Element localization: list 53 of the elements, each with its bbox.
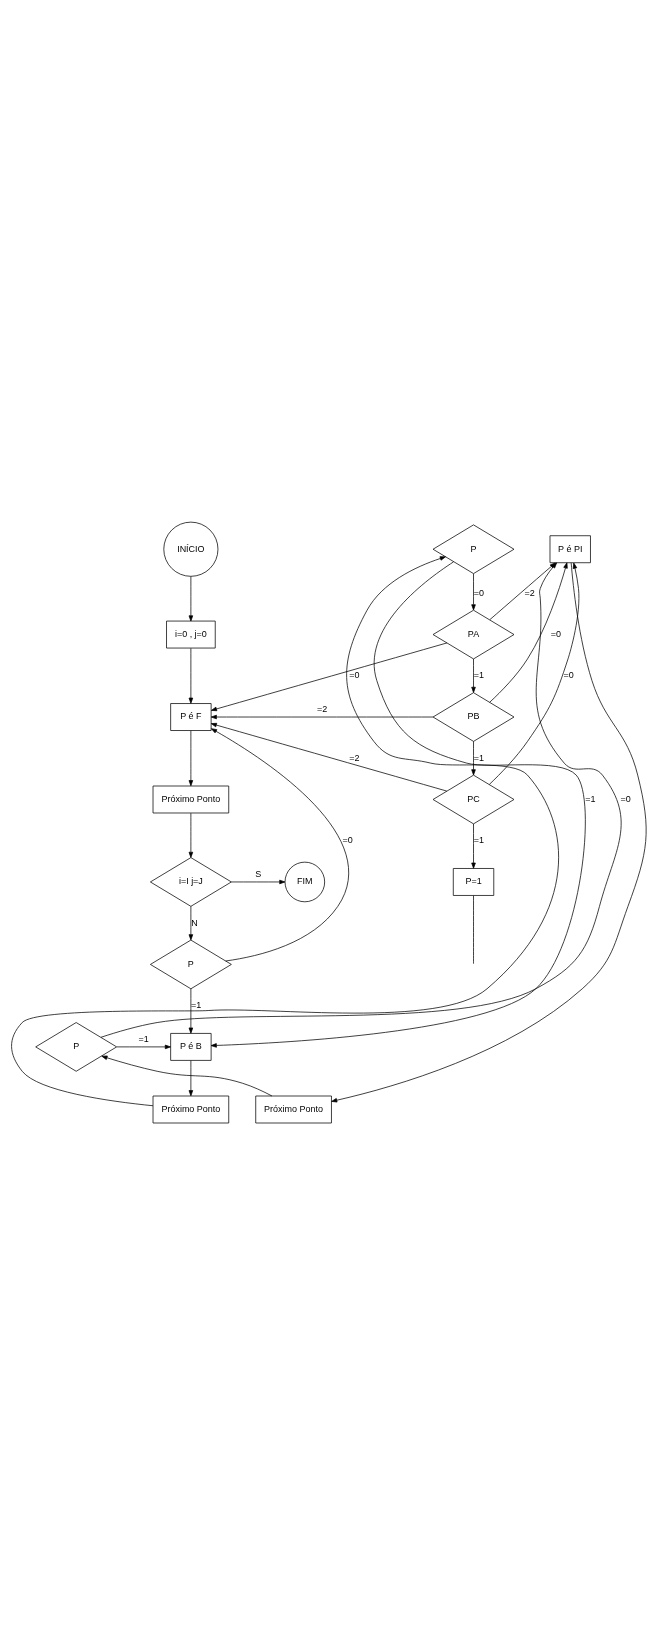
- node-box: Próximo Ponto: [152, 1095, 230, 1124]
- edge-label: =0: [563, 670, 574, 681]
- arrow: [188, 730, 194, 787]
- arrow: [188, 906, 194, 941]
- arrow: [101, 1055, 273, 1097]
- arrow: [188, 812, 194, 858]
- arrow: [116, 1044, 171, 1050]
- node-box: i=0 , j=0: [166, 620, 216, 649]
- edge-label: =1: [473, 752, 484, 763]
- node-box: Próximo Ponto: [152, 785, 230, 814]
- node-diamond: P: [432, 524, 515, 574]
- edge-label: =0: [620, 793, 631, 804]
- edge-label: N: [191, 917, 198, 928]
- node-diamond: PA: [432, 609, 515, 660]
- arrow: [188, 576, 194, 622]
- edge-label: =1: [585, 793, 596, 804]
- edge-label: =2: [349, 752, 360, 763]
- node-diamond: PC: [432, 774, 515, 825]
- arrow: [188, 1060, 194, 1097]
- arrow: [231, 879, 286, 885]
- edge-label: =0: [342, 835, 353, 846]
- node-box: P é B: [170, 1033, 212, 1061]
- node-diamond: i=I j=J: [150, 857, 232, 907]
- edge-label: =2: [524, 587, 535, 598]
- edge-label: =0: [550, 628, 562, 639]
- node-circle: FIM: [284, 861, 326, 903]
- edge-label: S: [255, 869, 262, 880]
- edge-label: =0: [349, 670, 360, 681]
- node-diamond: PB: [432, 692, 515, 742]
- edge-label: =1: [473, 670, 484, 681]
- edge-label: =1: [138, 1034, 149, 1045]
- node-circle: INÍCIO: [163, 521, 219, 577]
- edge-label: =1: [473, 835, 484, 846]
- arrow: [210, 714, 434, 720]
- node-diamond: P: [150, 939, 232, 990]
- arrow: [471, 573, 476, 611]
- arrow: [471, 741, 476, 776]
- node-box: P=1: [452, 868, 495, 896]
- arrow: [188, 647, 194, 704]
- edge-label: =0: [473, 587, 484, 598]
- edge-label: =1: [191, 999, 202, 1010]
- node-box: P é PI: [549, 535, 591, 564]
- arrow: [471, 823, 476, 869]
- edge-label: =2: [316, 704, 328, 715]
- arrow: [211, 728, 350, 962]
- node-diamond: P: [35, 1022, 118, 1072]
- arrow: [471, 658, 476, 693]
- arrow: [188, 988, 194, 1034]
- connector: [473, 895, 474, 965]
- arrow: [210, 722, 448, 792]
- node-box: Próximo Ponto: [255, 1095, 332, 1124]
- arrow: [210, 642, 448, 712]
- node-box: P é F: [170, 703, 212, 731]
